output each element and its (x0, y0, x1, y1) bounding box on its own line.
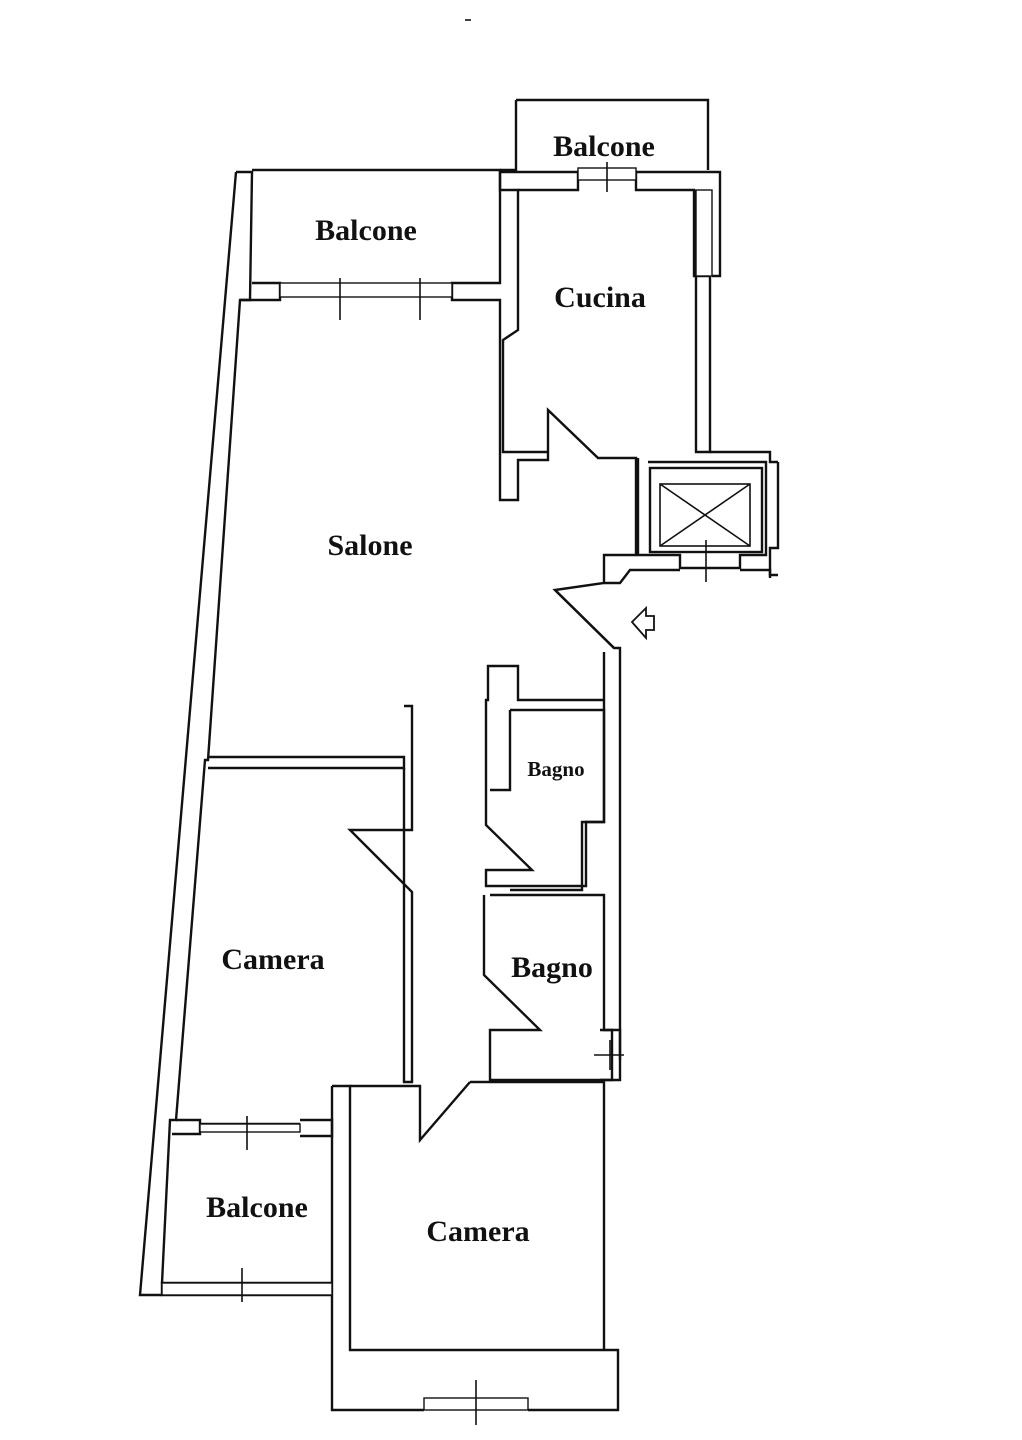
label-balcone-top: Balcone (553, 130, 655, 163)
living-window (279, 278, 453, 320)
label-camera-bottom: Camera (426, 1215, 529, 1248)
elevator-shaft-icon (648, 466, 764, 582)
entrance-arrow-icon (630, 605, 655, 641)
kitchen-balcony (577, 162, 637, 192)
label-camera-left: Camera (221, 943, 324, 976)
entrance (554, 589, 655, 1060)
camera-balcony-window (199, 1123, 301, 1133)
label-balcone-bottom: Balcone (206, 1191, 308, 1224)
bottom-left-block (160, 1084, 620, 1425)
label-bagno-small: Bagno (527, 757, 584, 781)
outer-wall (138, 98, 780, 1297)
label-bagno-large: Bagno (511, 951, 593, 984)
label-balcone-left: Balcone (315, 214, 417, 247)
balcony-bottom-rail (161, 1282, 333, 1296)
interior-walls (208, 652, 624, 1350)
kitchen-side-window (695, 189, 713, 277)
label-salone: Salone (327, 529, 412, 562)
label-cucina: Cucina (554, 281, 646, 314)
